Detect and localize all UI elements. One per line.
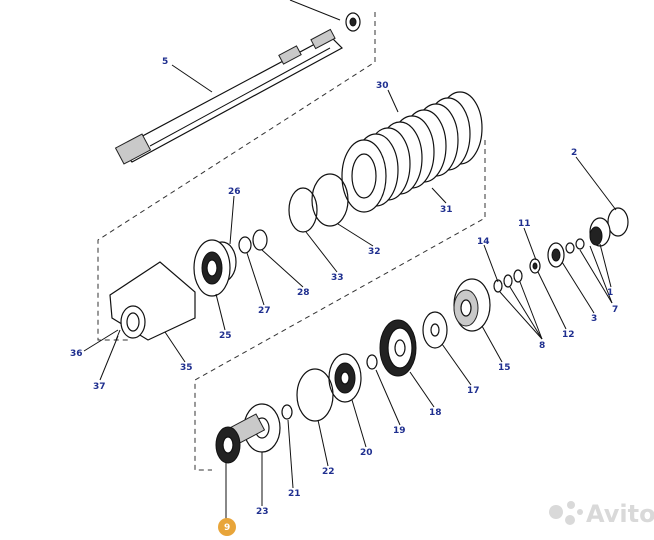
label-23: 23 [256,507,269,517]
label-3: 3 [591,314,597,324]
avito-watermark: Avito [549,500,654,528]
clutch-pack [341,91,483,213]
label-33: 33 [331,273,344,283]
label-15: 15 [498,363,511,373]
label-17: 17 [467,386,480,396]
label-8: 8 [539,341,545,351]
label-1: 1 [607,288,613,298]
snap-rings-upper [288,173,349,233]
carrier-20 [328,353,362,403]
right-small-parts [529,207,629,274]
label-37: 37 [93,382,106,392]
label-18: 18 [429,408,442,418]
small-rings-middle [493,269,523,293]
gear-18 [379,319,417,377]
label-27: 27 [258,306,271,316]
ring-21 [281,404,293,420]
label-2: 2 [571,148,577,158]
watermark-text: Avito [586,500,654,528]
label-30: 30 [376,81,389,91]
label-36: 36 [70,349,83,359]
label-20: 20 [360,448,373,458]
label-32: 32 [368,247,381,257]
label-21: 21 [288,489,301,499]
gear-hub [193,239,237,297]
main-shaft [114,28,343,165]
label-7: 7 [612,305,618,315]
housing-sleeve [109,261,196,341]
label-31: 31 [440,205,453,215]
ring-19 [366,354,378,370]
small-rings-upper [238,229,268,254]
label-12: 12 [562,330,575,340]
top-arrow-leader [289,0,341,21]
leader-lines [83,64,617,522]
label-25: 25 [219,331,232,341]
label-19: 19 [393,426,406,436]
shaft-washer [345,12,361,32]
label-9-highlight [218,518,236,536]
gear-15 [453,278,491,332]
label-5: 5 [162,57,168,67]
label-26: 26 [228,187,241,197]
label-11: 11 [518,219,531,229]
pinion-9 [215,413,266,464]
label-28: 28 [297,288,310,298]
label-14: 14 [477,237,490,247]
label-22: 22 [322,467,335,477]
assembly-guides [97,12,486,471]
part-labels: 5 30 31 2 1 7 3 11 12 14 8 15 17 18 19 2… [70,57,618,536]
label-9: 9 [224,523,230,533]
label-35: 35 [180,363,193,373]
snap-ring-22 [296,368,334,422]
avito-logo-icon [549,501,583,525]
washer-17 [422,311,448,349]
